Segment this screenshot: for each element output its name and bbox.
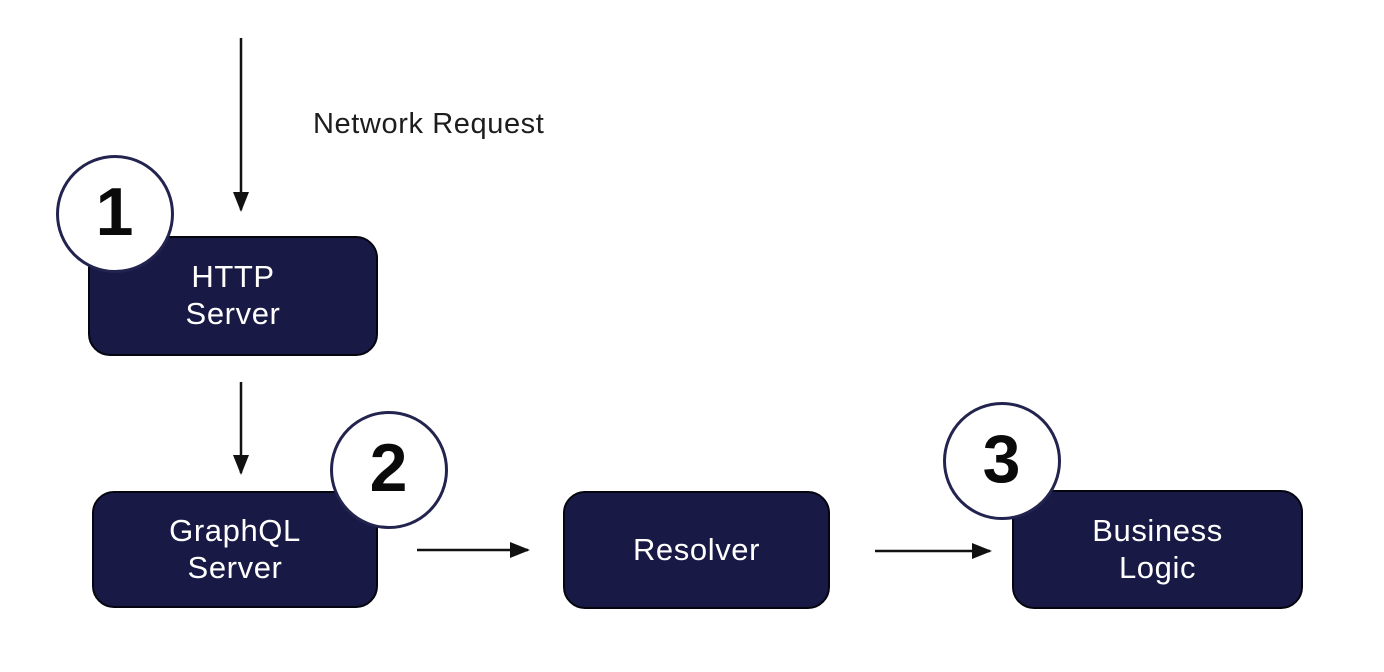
node-resolver: Resolver <box>563 491 830 609</box>
step-badge-1: 1 <box>56 155 174 273</box>
node-graphql-server-label: GraphQL Server <box>169 512 301 585</box>
network-request-label: Network Request <box>313 108 545 140</box>
step-badge-3: 3 <box>943 402 1061 520</box>
step-badge-2: 2 <box>330 411 448 529</box>
node-resolver-label: Resolver <box>632 531 761 567</box>
node-business-logic-label: Business Logic <box>1092 512 1223 585</box>
step-badge-3-number: 3 <box>982 421 1022 497</box>
step-badge-2-number: 2 <box>369 430 409 506</box>
node-graphql-server: GraphQL Server <box>92 491 378 608</box>
node-http-server-label: HTTP Server <box>185 259 281 331</box>
node-business-logic: Business Logic <box>1012 490 1303 609</box>
step-badge-1-number: 1 <box>95 174 135 250</box>
